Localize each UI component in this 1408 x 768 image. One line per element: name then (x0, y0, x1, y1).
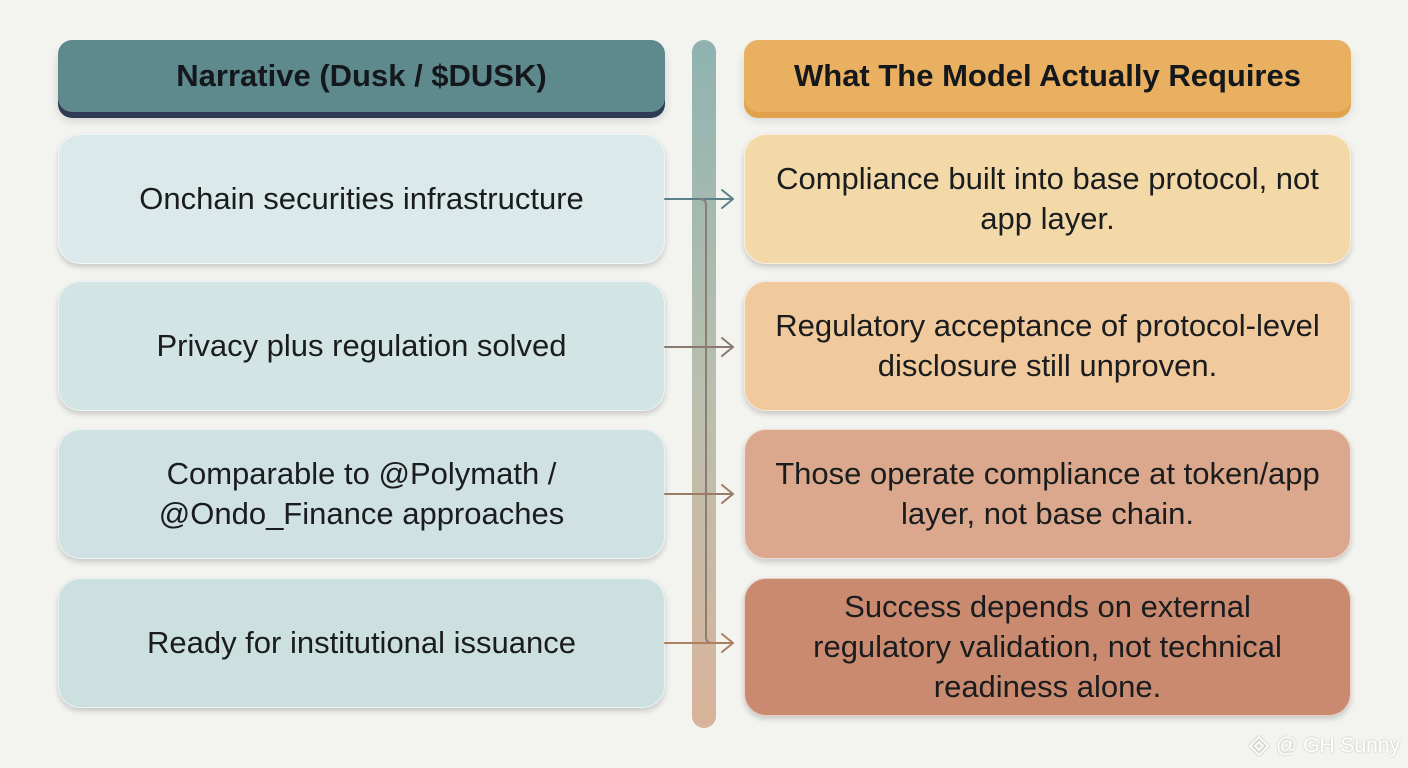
connector-arrow (664, 633, 734, 653)
narrative-card: Comparable to @Polymath / @Ondo_Finance … (58, 429, 665, 559)
connector-trunk (699, 198, 713, 644)
narrative-card: Onchain securities infrastructure (58, 134, 665, 264)
watermark: @ GH Sunny (1248, 734, 1400, 758)
right-column-header: What The Model Actually Requires (744, 40, 1351, 112)
connector-arrow (664, 484, 734, 504)
narrative-card: Ready for institutional issuance (58, 578, 665, 708)
left-column-header: Narrative (Dusk / $DUSK) (58, 40, 665, 112)
watermark-text: @ GH Sunny (1275, 734, 1400, 757)
connector-arrow (664, 337, 734, 357)
narrative-card: Privacy plus regulation solved (58, 281, 665, 411)
requirement-card: Regulatory acceptance of protocol-level … (744, 281, 1351, 411)
requirement-card: Compliance built into base protocol, not… (744, 134, 1351, 264)
diamond-logo-icon (1248, 735, 1270, 757)
requirement-card: Those operate compliance at token/app la… (744, 429, 1351, 559)
requirement-card: Success depends on external regulatory v… (744, 578, 1351, 716)
center-divider (692, 40, 716, 728)
